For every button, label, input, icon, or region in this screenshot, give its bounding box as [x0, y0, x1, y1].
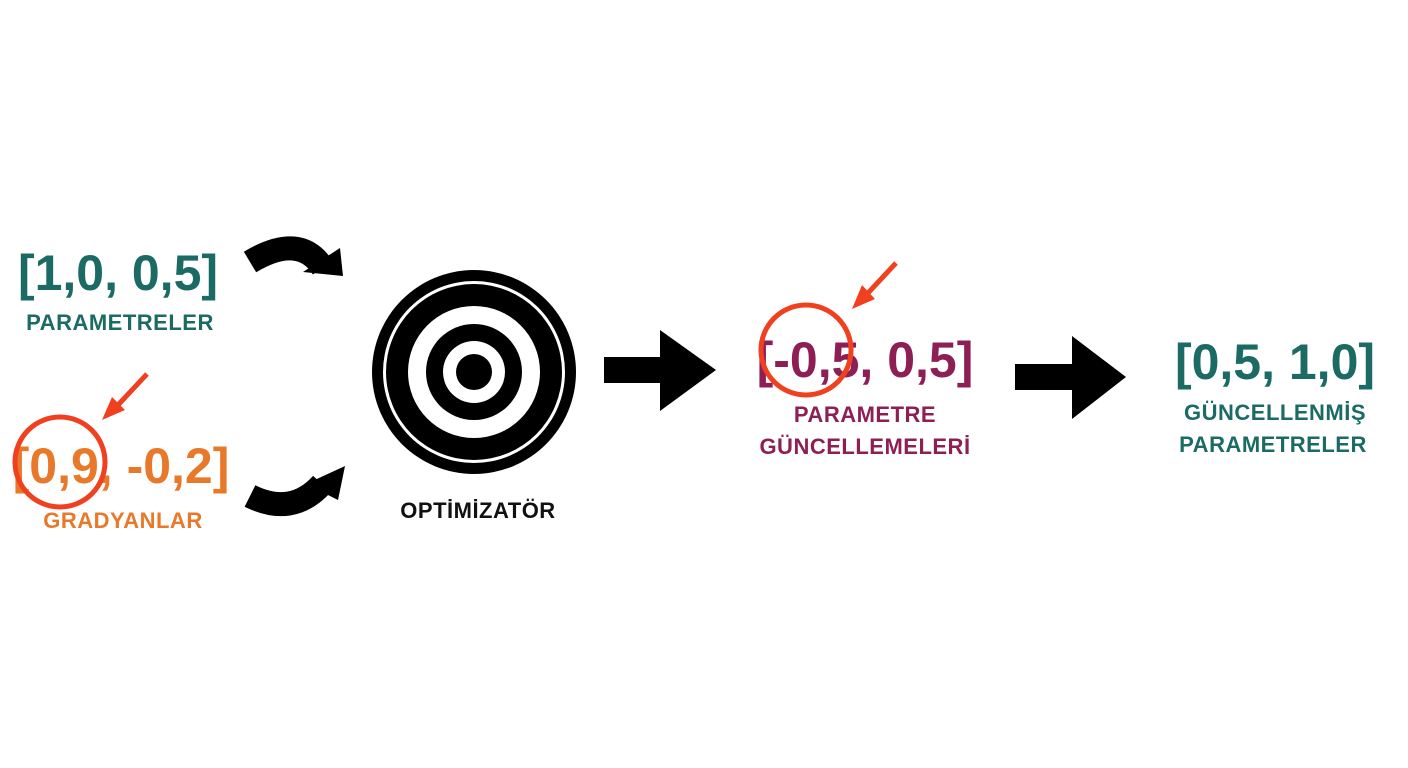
update-highlight-circle-icon [758, 261, 898, 398]
updated-parameters-label-line1: GÜNCELLENMİŞ [1184, 400, 1366, 425]
right-arrow-icon-1 [604, 330, 716, 411]
parameters-label: PARAMETRELER [26, 310, 214, 335]
updates-label-line2: GÜNCELLEMELERİ [759, 434, 971, 459]
curved-arrow-top-icon [243, 236, 343, 276]
target-icon [372, 270, 576, 474]
updated-parameters-vector: [0,5, 1,0] [1174, 334, 1376, 390]
optimizer-label: OPTİMİZATÖR [400, 498, 556, 523]
updates-label-line1: PARAMETRE [793, 402, 937, 427]
gradients-vector: [0,9, -0,2] [12, 438, 230, 494]
gradients-label: GRADYANLAR [43, 508, 203, 533]
updated-parameters-label-line2: PARAMETRELER [1179, 432, 1367, 457]
gradient-highlight-circle-icon [12, 372, 149, 510]
curved-arrow-bottom-icon [244, 466, 345, 517]
parameters-vector: [1,0, 0,5] [17, 245, 219, 301]
updates-vector: [-0,5, 0,5] [756, 332, 974, 388]
right-arrow-icon-2 [1015, 336, 1126, 419]
